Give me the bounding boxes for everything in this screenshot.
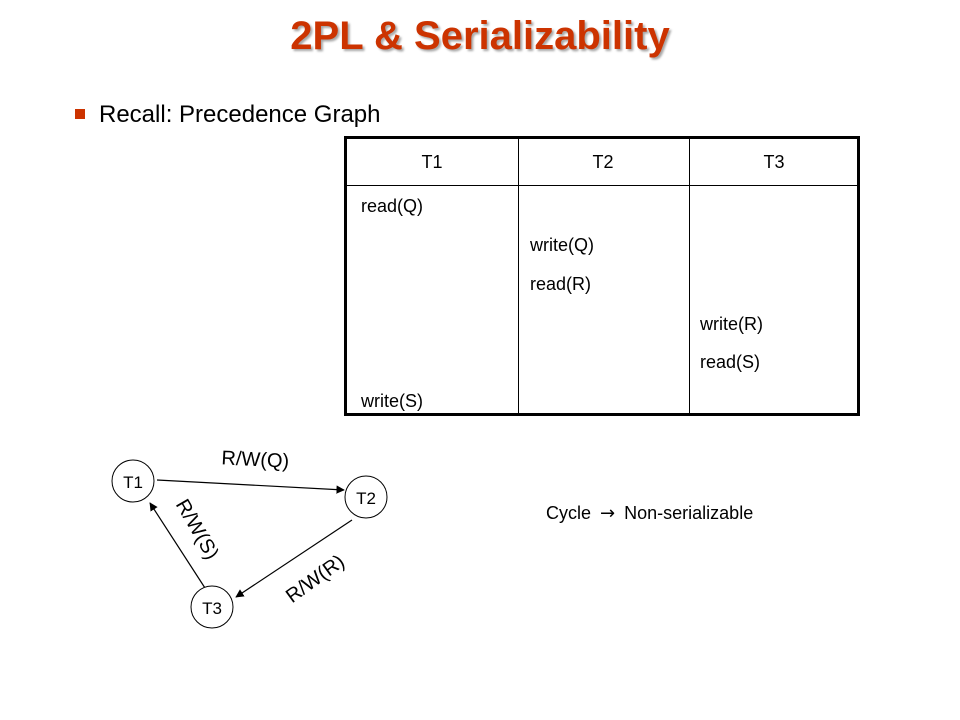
right-arrow-icon: → — [600, 503, 616, 524]
column-header-t3: T3 — [763, 152, 785, 172]
node-t2: T2 — [344, 475, 388, 519]
schedule-table: T1 T2 T3 read(Q) write(Q) read(R) write(… — [344, 136, 860, 416]
op-t3-read-s: read(S) — [700, 352, 761, 372]
bullet-item: Recall: Precedence Graph — [75, 100, 380, 130]
bullet-text: Recall: Precedence Graph — [99, 101, 381, 128]
page-title: 2PL & Serializability — [290, 14, 670, 58]
square-bullet-icon — [75, 108, 85, 119]
column-header-t1: T1 — [421, 152, 443, 172]
node-label-t2: T2 — [356, 489, 376, 508]
op-t1-write-s: write(S) — [361, 391, 423, 411]
node-label-t1: T1 — [123, 473, 143, 492]
node-t1: T1 — [111, 459, 155, 503]
op-t2-write-q: write(Q) — [530, 235, 594, 255]
cycle-note: Cycle → Non-serializable — [546, 502, 753, 525]
op-t2-read-r: read(R) — [530, 274, 592, 294]
edge-label-t1-t2: R/W(Q) — [221, 447, 290, 473]
cycle-note-right: Non-serializable — [624, 503, 754, 523]
edge-t3-t1 — [149, 502, 206, 589]
column-divider — [689, 139, 690, 413]
schedule-header: T1 T2 T3 — [347, 139, 857, 186]
column-divider — [518, 139, 519, 413]
op-t1-read-q: read(Q) — [361, 196, 424, 216]
edge-t1-t2 — [156, 479, 345, 494]
node-label-t3: T3 — [202, 599, 222, 618]
op-t3-write-r: write(R) — [700, 314, 763, 334]
edge-t2-t3 — [235, 519, 353, 598]
edge-label-t3-t1: R/W(S) — [171, 496, 223, 564]
column-header-t2: T2 — [592, 152, 614, 172]
cycle-note-left: Cycle — [546, 503, 592, 523]
node-t3: T3 — [190, 585, 234, 629]
